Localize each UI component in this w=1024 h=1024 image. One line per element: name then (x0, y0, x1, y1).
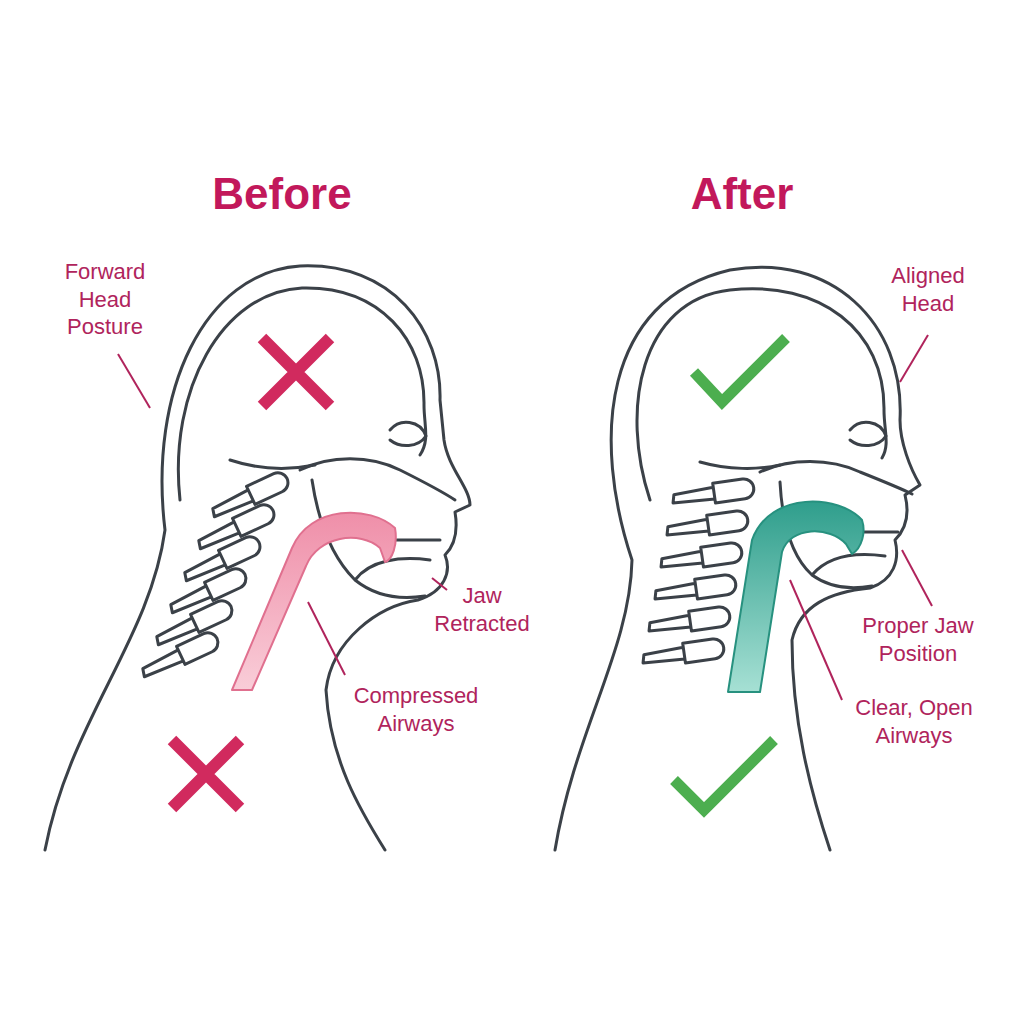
eye-socket (390, 422, 426, 445)
cross-mark (172, 338, 330, 808)
eye-socket (850, 422, 886, 445)
heading: Before (152, 166, 412, 221)
skull-base (230, 460, 315, 468)
cheekbone (300, 459, 455, 500)
skull-base (700, 462, 780, 468)
skull-outline (178, 288, 425, 500)
check-mark (674, 338, 786, 810)
heading: After (612, 166, 872, 221)
callout-label: Compressed Airways (329, 682, 504, 737)
compressed-airway (232, 513, 396, 690)
clear-airway (728, 502, 864, 692)
callout-label: Aligned Head (872, 262, 984, 317)
head-outline (555, 267, 920, 850)
cheekbone (760, 462, 912, 495)
callout-label: Clear, Open Airways (834, 694, 994, 749)
callout-label: Proper Jaw Position (843, 612, 993, 667)
callout-label: Forward Head Posture (43, 258, 168, 341)
leader-line (118, 335, 932, 700)
callout-label: Jaw Retracted (422, 582, 542, 637)
head-outline (45, 266, 470, 850)
